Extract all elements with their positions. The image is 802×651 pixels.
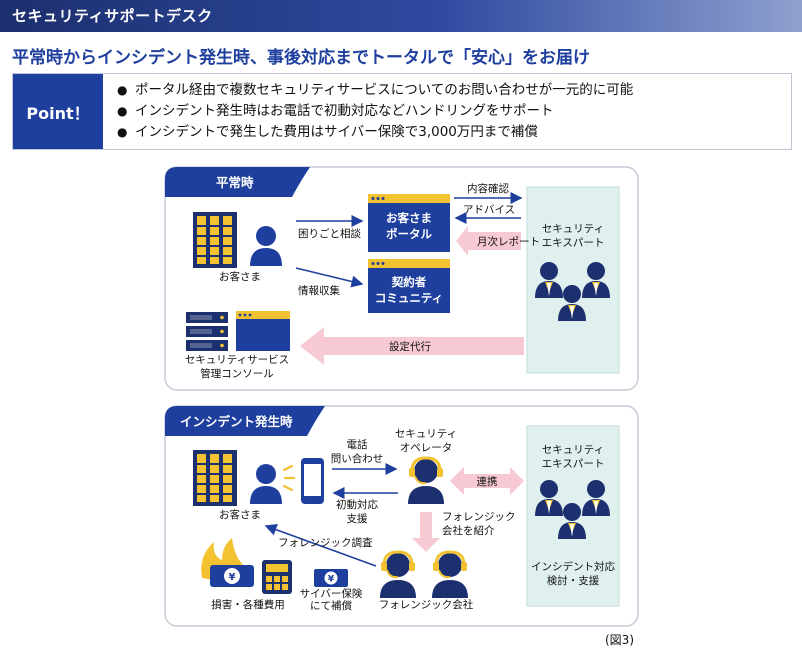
portal-label-2: ポータル	[386, 227, 432, 241]
arrow-phone-label-1: 電話	[347, 438, 368, 451]
damages-label: 損害・各種費用	[211, 598, 285, 611]
console-label-1: セキュリティサービス	[185, 354, 289, 366]
server-icon	[192, 211, 238, 269]
incident-expert-label-1: セキュリティ	[542, 444, 604, 456]
arrow-advice-label: アドバイス	[463, 204, 515, 216]
headline: 平常時からインシデント発生時、事後対応までトータルで「安心」をお届け	[12, 48, 590, 68]
alert-icon	[282, 464, 296, 492]
point-label: Point！	[13, 74, 103, 149]
point-item: ●インシデントで発生した費用はサイバー保険で3,000万円まで補償	[117, 124, 538, 140]
insurance-label-2: にて補償	[310, 599, 352, 612]
portal-label-1: お客さま	[386, 211, 432, 225]
normal-customer-label: お客さま	[219, 270, 261, 283]
normal-tab-label: 平常時	[216, 175, 254, 190]
point-list: ●ポータル経由で複数セキュリティサービスについてのお問い合わせが一元的に可能 ●…	[117, 80, 633, 143]
setting-arrow	[300, 327, 524, 365]
arrow-info-label: 情報収集	[298, 284, 340, 297]
incident-customer-label: お客さま	[219, 508, 261, 521]
header-title: セキュリティサポートデスク	[12, 7, 213, 25]
portal-box	[368, 194, 450, 252]
incident-tab	[165, 406, 325, 436]
arrow-investigation-label: フォレンジック調査	[278, 536, 373, 549]
point-item: ●インシデント発生時はお電話で初動対応などハンドリングをサポート	[117, 103, 554, 119]
report-arrow	[456, 226, 521, 256]
header-bar: セキュリティサポートデスク	[0, 0, 802, 32]
console-label-2: 管理コンソール	[200, 367, 274, 380]
community-label-2: コミュニティ	[375, 291, 443, 305]
expert-task-label-1: インシデント対応	[531, 560, 615, 573]
incident-expert-label-2: エキスパート	[542, 458, 605, 470]
server-icon	[192, 449, 238, 507]
link-arrow	[450, 467, 524, 495]
svg-text:¥: ¥	[229, 572, 236, 583]
forensic-company-label: フォレンジック会社	[379, 598, 474, 611]
arrow-setting-label: 設定代行	[389, 340, 431, 353]
arrow-intro-label-2: 会社を紹介	[442, 524, 495, 537]
arrow-trouble-label: 困りごと相談	[298, 227, 361, 240]
incident-tab-label: インシデント発生時	[180, 414, 293, 429]
arrow-link-label: 連携	[477, 475, 498, 488]
arrow-phone-label-2: 問い合わせ	[331, 452, 384, 465]
insurance-label-1: サイバー保険	[300, 587, 363, 600]
normal-expert-label-1: セキュリティ	[542, 223, 604, 235]
svg-text:¥: ¥	[328, 575, 335, 585]
figure-label: (図3)	[605, 633, 634, 647]
normal-expert-label-2: エキスパート	[542, 237, 605, 249]
point-box: Point！ ●ポータル経由で複数セキュリティサービスについてのお問い合わせが一…	[12, 73, 792, 150]
intro-arrow	[412, 512, 440, 552]
normal-tab	[165, 167, 310, 197]
expert-task-label-2: 検討・支援	[547, 574, 600, 587]
operator-label-1: セキュリティ	[395, 428, 457, 440]
arrow-initial-label-1: 初動対応	[336, 498, 378, 511]
arrow-initial-label-2: 支援	[347, 512, 368, 525]
operator-label-2: オペレータ	[400, 442, 453, 454]
arrow-check-label: 内容確認	[467, 182, 509, 195]
arrow-report-label: 月次レポート	[477, 235, 540, 248]
normal-expert-area	[526, 186, 620, 374]
point-item: ●ポータル経由で複数セキュリティサービスについてのお問い合わせが一元的に可能	[117, 82, 634, 98]
arrow-intro-label-1: フォレンジック	[442, 511, 516, 523]
community-label-1: 契約者	[391, 275, 427, 289]
